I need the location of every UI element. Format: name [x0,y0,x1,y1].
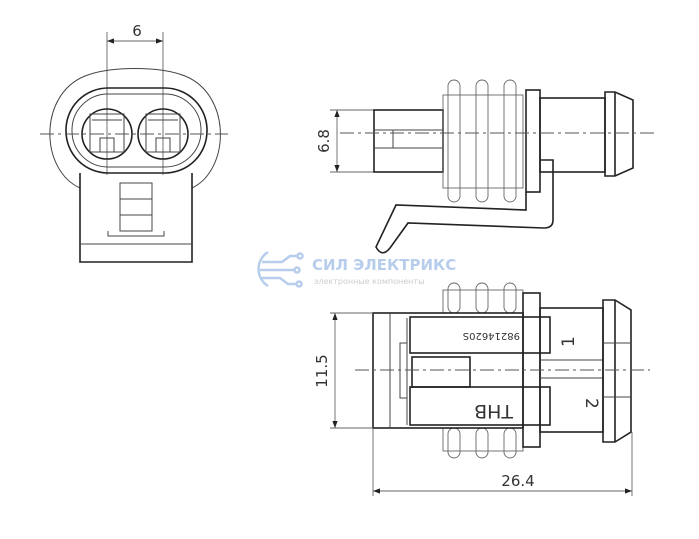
bottom-view: 98214620S THB 1 2 [330,282,650,496]
overall-length-dimension-label: 26.4 [501,472,534,490]
side-view [330,79,655,254]
pitch-dimension-label: 6 [132,22,142,40]
watermark-logo: СИЛ ЭЛЕКТРИКС электронные компоненты [257,250,456,288]
side-height-dimension-label: 6.8 [315,129,333,153]
watermark-tagline: электронные компоненты [314,277,424,286]
watermark-name: СИЛ ЭЛЕКТРИКС [312,256,456,274]
front-view [40,32,228,263]
bottom-height-dimension-label: 11.5 [313,354,331,387]
pin-2-label: 2 [581,398,601,409]
part-number-marking: 98214620S [463,330,520,341]
circuit-logo-icon [257,250,304,288]
brand-marking: THB [474,400,514,422]
pin-1-label: 1 [559,336,579,347]
